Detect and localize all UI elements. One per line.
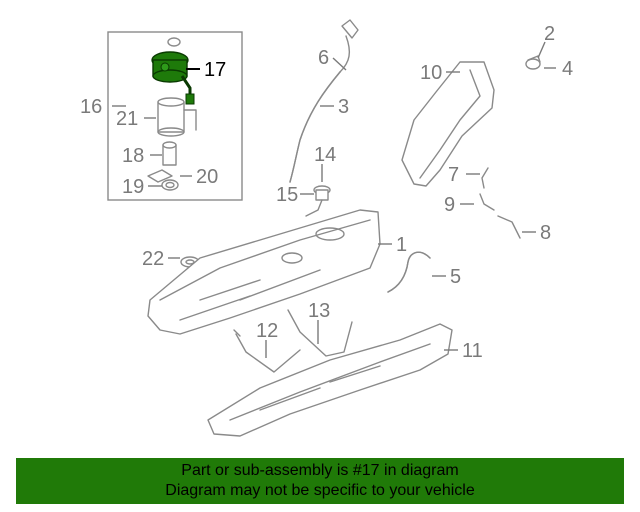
callout-8: 8 — [540, 222, 551, 244]
part-13-strap[interactable] — [287, 309, 353, 357]
callout-17[interactable]: 17 — [204, 59, 226, 81]
callout-13: 13 — [308, 300, 330, 322]
part-21-pump-body[interactable] — [157, 97, 197, 137]
callout-5: 5 — [450, 266, 461, 288]
callout-15: 15 — [276, 184, 298, 206]
callout-7: 7 — [448, 164, 459, 186]
parts-diagram: 16 17 21 18 20 19 6 3 2 4 10 7 9 8 14 15… — [80, 19, 573, 437]
callout-2: 2 — [544, 23, 555, 45]
callout-12: 12 — [256, 320, 278, 342]
part-6-filler-neck[interactable] — [339, 19, 359, 73]
callout-14: 14 — [314, 144, 336, 166]
callout-6: 6 — [318, 47, 329, 69]
callout-20: 20 — [196, 166, 218, 188]
banner-line-1: Part or sub-assembly is #17 in diagram — [181, 462, 459, 479]
part-10-heat-shield[interactable] — [401, 61, 495, 187]
callout-1: 1 — [396, 234, 407, 256]
callout-3: 3 — [338, 96, 349, 118]
callout-16: 16 — [80, 96, 102, 118]
leader-6 — [332, 57, 347, 71]
info-banner: Part or sub-assembly is #17 in diagram D… — [16, 458, 624, 504]
callout-22: 22 — [142, 248, 164, 270]
part-17-fuel-pump-module[interactable] — [151, 51, 195, 105]
callout-21: 21 — [116, 108, 138, 130]
callout-10: 10 — [420, 62, 442, 84]
callout-9: 9 — [444, 194, 455, 216]
leader-2 — [537, 41, 546, 59]
callout-11: 11 — [462, 340, 483, 362]
inset-box — [107, 31, 243, 201]
part-cap-top — [167, 37, 181, 47]
part-18-filter[interactable] — [162, 141, 177, 166]
part-8-hose[interactable] — [497, 215, 521, 239]
part-3-filler-hose[interactable] — [289, 71, 341, 183]
part-2-4-clip[interactable] — [525, 55, 541, 70]
callout-19: 19 — [122, 176, 144, 198]
banner-line-2: Diagram may not be specific to your vehi… — [165, 482, 475, 499]
callout-18: 18 — [122, 145, 144, 167]
part-5-hose[interactable] — [387, 251, 431, 293]
callout-4: 4 — [562, 58, 573, 80]
part-20-bracket[interactable] — [147, 169, 173, 183]
part-11-skid-plate[interactable] — [207, 323, 453, 437]
part-19-seal[interactable] — [161, 179, 179, 191]
part-1-fuel-tank[interactable] — [147, 209, 381, 335]
part-12-strap[interactable] — [233, 329, 301, 373]
part-14-15-vent[interactable] — [305, 185, 331, 217]
part-7-hose[interactable] — [481, 167, 489, 189]
part-9-hose[interactable] — [479, 193, 495, 211]
